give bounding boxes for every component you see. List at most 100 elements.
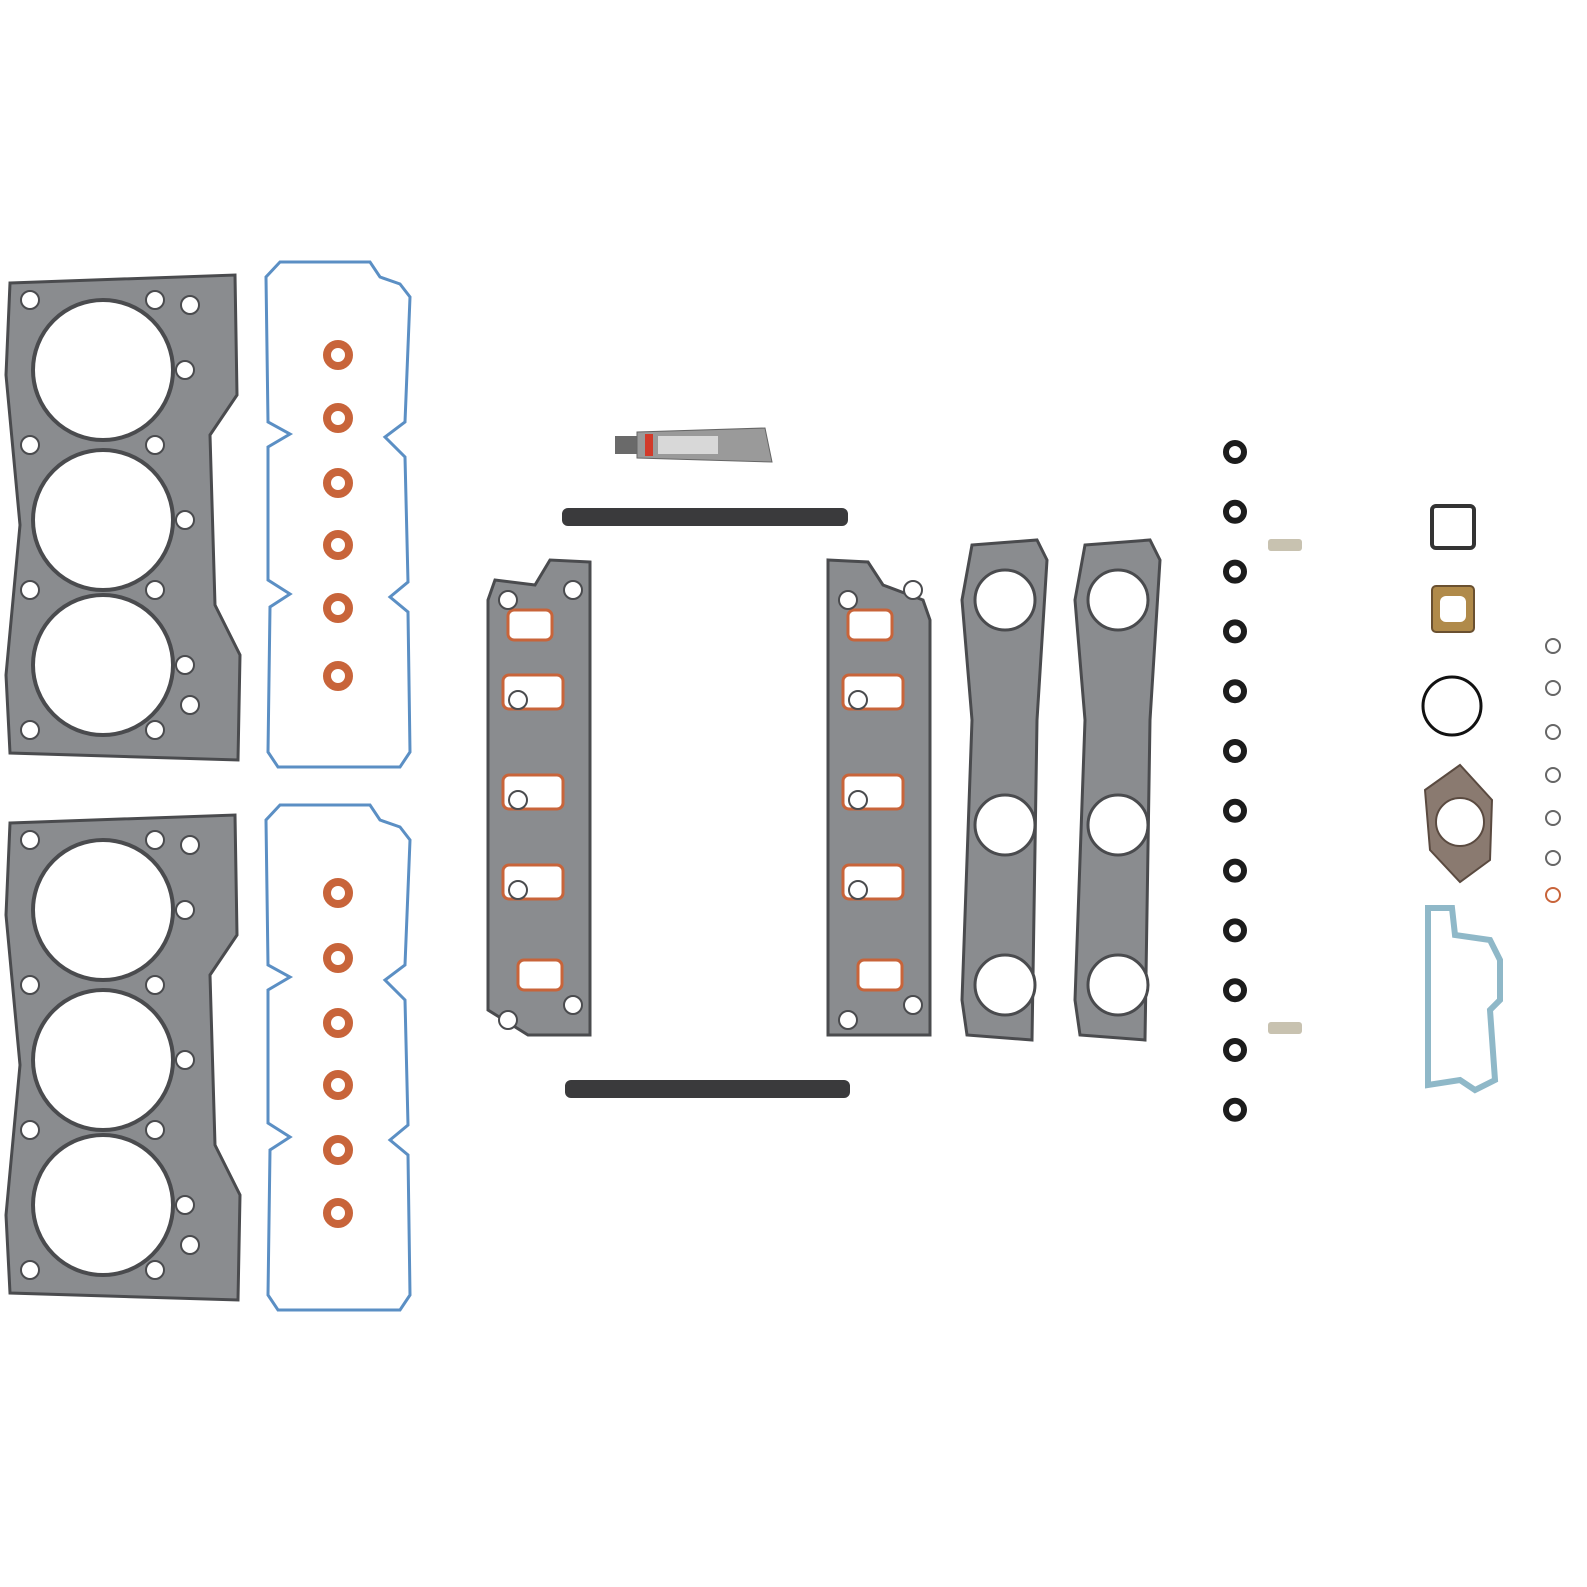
o-ring [1223,559,1247,584]
bolt-hole [145,1260,165,1280]
cylinder-bore [31,448,175,592]
exhaust-manifold-gasket [1073,538,1162,1042]
o-ring [1223,1038,1247,1062]
bolt-hole [145,290,165,310]
bolt-hole [563,995,583,1015]
tube-label-accent [645,434,653,456]
bolt-hole [175,1195,195,1215]
bolt-hole [20,830,40,850]
bolt-hole [20,720,40,740]
bolt-hole [20,1120,40,1140]
o-ring [1223,440,1247,464]
intake-port [846,608,894,642]
o-ring [1223,798,1247,823]
bolt-hole [508,790,528,810]
valve-cover-gasket [264,260,412,769]
exhaust-port [1086,793,1150,857]
end-seal-strip [562,508,848,526]
thermostat-opening [1435,797,1485,847]
bolt-hole [838,1010,858,1030]
bolt-hole [145,830,165,850]
valve-stem-seal [323,403,353,433]
bolt-hole [20,975,40,995]
bolt-hole [145,720,165,740]
valve-stem-seal [323,468,353,498]
bolt-hole [498,1010,518,1030]
bolt-hole [145,975,165,995]
cylinder-bore [31,593,175,737]
exhaust-port [1086,953,1150,1017]
bolt-hole [508,880,528,900]
blue-seal-outline [264,803,412,1312]
bolt-hole [838,590,858,610]
valve-stem-seal [323,1008,353,1038]
small-seal-ring [1545,767,1561,783]
bolt-hole [180,695,200,715]
exhaust-gasket-body [960,538,1049,1042]
intake-port [856,958,904,992]
valve-stem-seal [323,340,353,370]
bolt-hole [848,690,868,710]
bolt-hole [175,1050,195,1070]
bolt-hole [498,590,518,610]
bolt-hole [180,835,200,855]
valve-stem-seal [323,1135,353,1165]
small-seal-ring [1545,724,1561,740]
bolt-hole [508,690,528,710]
egr-gasket-opening [1440,596,1466,622]
valve-stem-seal [323,943,353,973]
valve-stem-seal [323,1198,353,1228]
bolt-hole [20,290,40,310]
bolt-hole [175,655,195,675]
intake-port [506,608,554,642]
o-ring [1223,918,1247,943]
cylinder-bore [31,1133,175,1277]
tube-label [658,436,718,454]
small-seal-ring [1545,638,1561,654]
sealant-tube [615,427,773,463]
valve-stem-seal [323,1070,353,1100]
bolt-hole [145,580,165,600]
bolt-hole [20,435,40,455]
bolt-hole [903,995,923,1015]
dowel-pin [1268,1022,1302,1034]
valve-stem-seal [323,530,353,560]
exhaust-port [973,568,1037,632]
exhaust-port [973,793,1037,857]
o-ring [1223,739,1247,763]
bolt-hole [145,435,165,455]
exhaust-gasket-body [1073,538,1162,1042]
bolt-hole [20,1260,40,1280]
exhaust-port [973,953,1037,1017]
small-seal-ring [1545,887,1561,903]
large-o-ring [1421,675,1483,737]
end-seal-strip [565,1080,850,1098]
tube-cap [615,436,637,454]
valve-cover-gasket [264,803,412,1312]
bolt-hole [848,790,868,810]
o-ring [1223,619,1247,644]
intake-port [516,958,564,992]
bolt-hole [180,1235,200,1255]
bolt-hole [563,580,583,600]
cylinder-bore [31,298,175,442]
small-seal-ring [1545,810,1561,826]
dowel-pin [1268,539,1302,551]
blue-seal-outline [264,260,412,769]
cylinder-bore [31,988,175,1132]
bolt-hole [175,360,195,380]
valve-stem-seal [323,878,353,908]
throttle-body-gasket [1430,504,1476,550]
bolt-hole [175,510,195,530]
exhaust-port [1086,568,1150,632]
bolt-hole [848,880,868,900]
exhaust-manifold-gasket [960,538,1049,1042]
bolt-hole [903,580,923,600]
small-seal-ring [1545,680,1561,696]
cylinder-bore [31,838,175,982]
head-gasket [4,813,242,1302]
bolt-hole [20,580,40,600]
intake-manifold-gasket [486,558,592,1037]
valve-stem-seal [323,593,353,623]
